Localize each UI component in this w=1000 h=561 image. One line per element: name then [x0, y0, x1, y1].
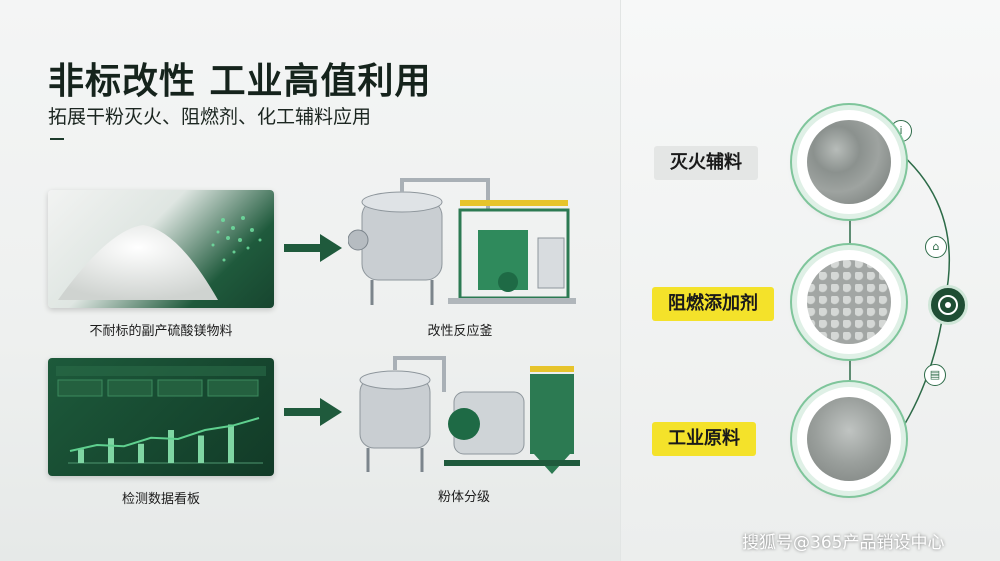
fire-additive-image — [797, 110, 901, 214]
home-icon: ⌂ — [925, 236, 947, 258]
application-tag-fire: 灭火辅料 — [654, 146, 758, 180]
reactor-caption: 改性反应釜 — [427, 324, 493, 339]
document-icon: ▤ — [924, 364, 946, 386]
raw-material-panel — [48, 190, 274, 308]
dashboard-panel — [48, 358, 274, 476]
industrial-material-image — [797, 387, 901, 491]
arrow-right-icon — [284, 234, 342, 262]
flame-retardant-image — [797, 250, 901, 354]
recycle-icon — [928, 285, 968, 325]
page-subtitle: 拓展干粉灭火、阻燃剂、化工辅料应用 — [48, 106, 372, 128]
dashboard-trend-line — [69, 417, 260, 452]
dashboard-bar — [198, 435, 204, 463]
dashboard-bar — [78, 449, 84, 463]
title-divider — [50, 138, 64, 140]
reactor-machine-image — [348, 178, 576, 305]
application-tag-industrial: 工业原料 — [652, 422, 756, 456]
classifier-machine-image — [359, 356, 580, 474]
classifier-caption: 粉体分级 — [437, 490, 490, 505]
dashboard-chart — [56, 366, 266, 464]
page-title: 非标改性 工业高值利用 — [48, 61, 432, 102]
arrow-right-icon — [284, 398, 342, 426]
dashboard-bar — [138, 443, 144, 463]
dashboard-bar — [228, 424, 234, 463]
dashboard-bar — [108, 438, 114, 463]
powder-pile-image — [58, 216, 262, 300]
dashboard-caption: 检测数据看板 — [121, 492, 200, 507]
application-tag-flame-retardant: 阻燃添加剂 — [652, 287, 774, 321]
watermark: 搜狐号@365产品销设中心 — [742, 533, 945, 553]
dashboard-bar — [168, 430, 174, 463]
raw-material-caption: 不耐标的副产硫酸镁物料 — [89, 324, 233, 339]
